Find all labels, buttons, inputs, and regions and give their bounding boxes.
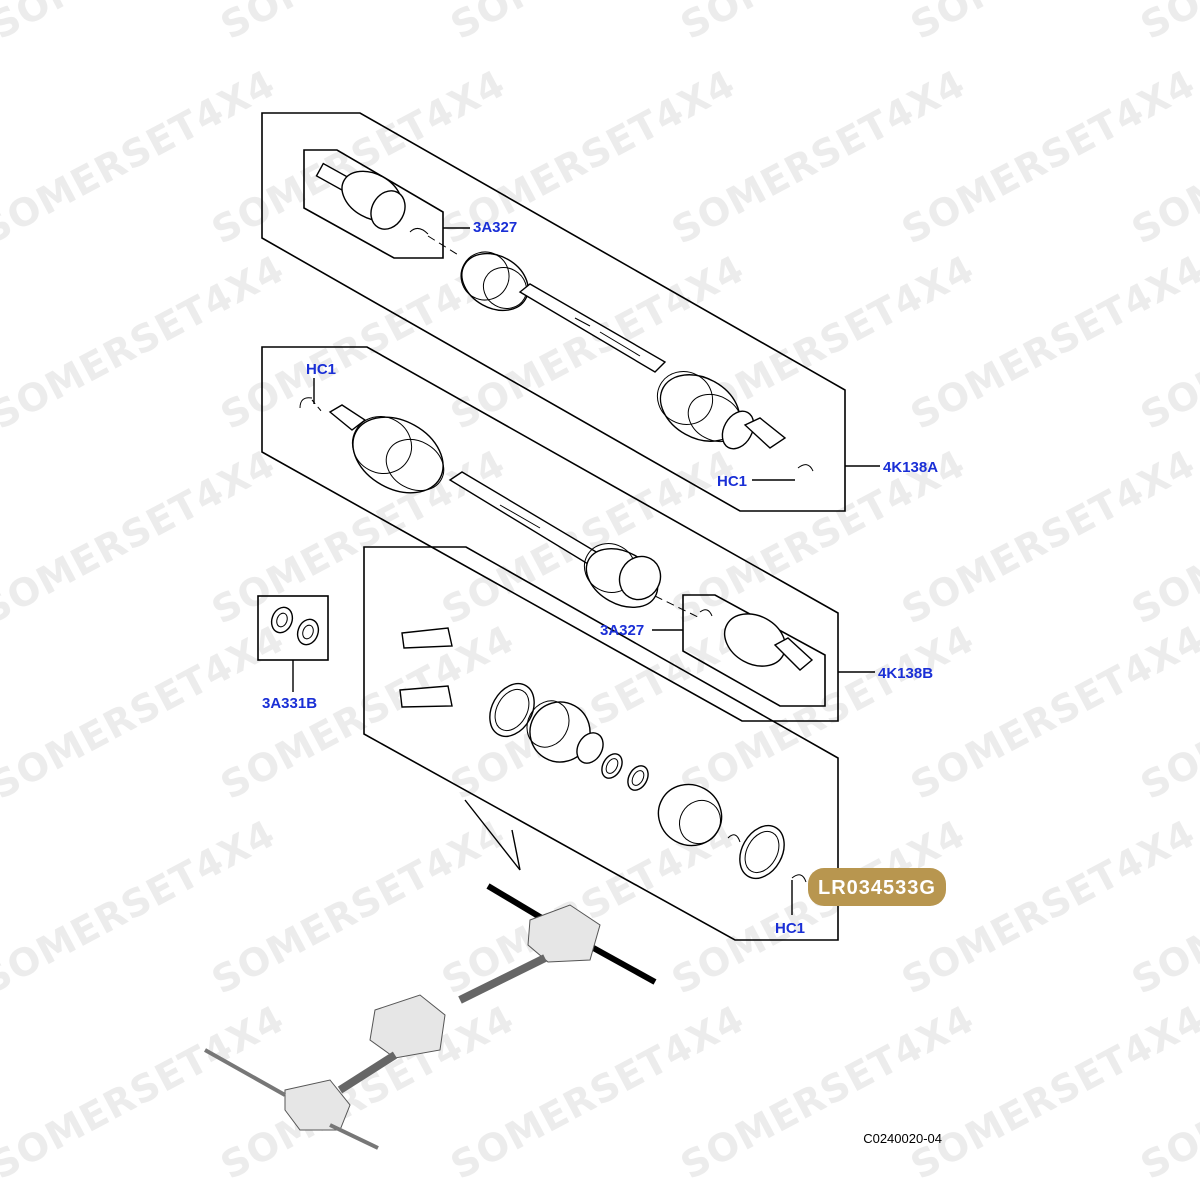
- callout-seals[interactable]: 3A331B: [262, 695, 317, 712]
- watermark-text: SOMERSET4X4: [1134, 0, 1200, 48]
- vehicle-driveline: [204, 883, 657, 1150]
- pointer-line-b: [511, 829, 521, 871]
- badge-label: LR034533G: [818, 877, 936, 899]
- frame-joint-b: [682, 594, 826, 707]
- figure-code: C0240020-04: [863, 1131, 942, 1146]
- frame-shaft-a: [261, 112, 846, 512]
- frame-kit: [363, 546, 839, 941]
- inner-cv-joint-a: [315, 162, 461, 257]
- boot-kit-parts: [399, 627, 807, 883]
- drive-shaft-b: [299, 397, 814, 671]
- callout-shaft-a-joint[interactable]: 3A327: [473, 219, 517, 236]
- pointer-line-a: [464, 799, 521, 871]
- callout-kit-clip[interactable]: HC1: [775, 920, 805, 937]
- frame-joint-a: [303, 149, 444, 259]
- drive-shaft-a: [460, 251, 814, 472]
- callout-shaft-b[interactable]: 4K138B: [878, 665, 933, 682]
- callout-shaft-a-clip[interactable]: HC1: [717, 473, 747, 490]
- callout-shaft-b-joint[interactable]: 3A327: [600, 622, 644, 639]
- frame-shaft-b: [261, 346, 839, 722]
- callout-shaft-a[interactable]: 4K138A: [883, 459, 938, 476]
- seal-rings: [270, 606, 320, 646]
- part-number-badge[interactable]: LR034533G: [808, 868, 946, 906]
- callout-shaft-b-clip[interactable]: HC1: [306, 361, 336, 378]
